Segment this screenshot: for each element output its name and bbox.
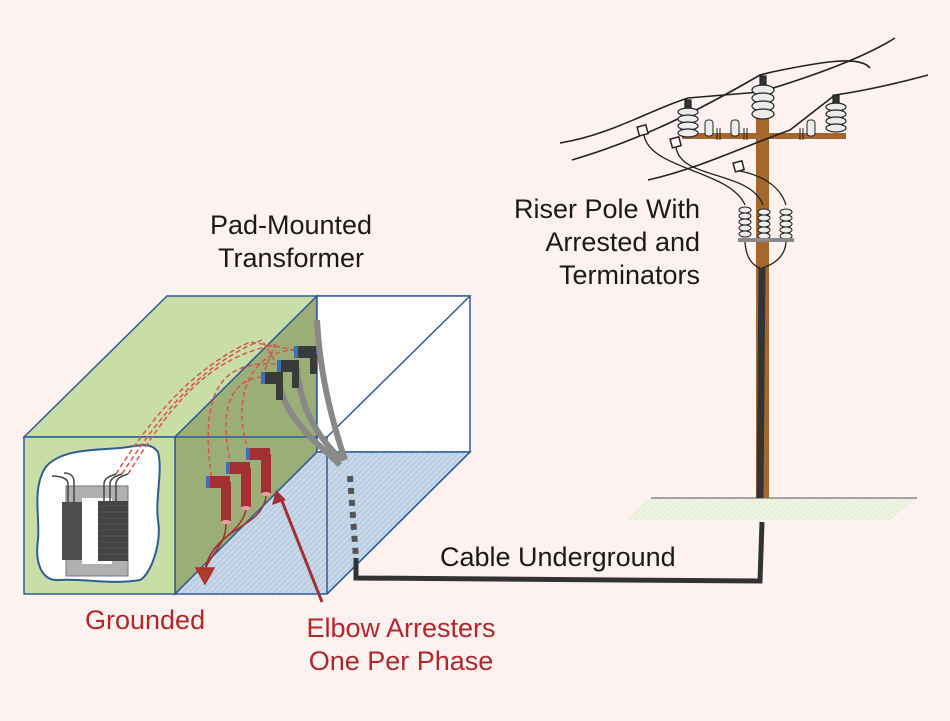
label-elbow-arresters: Elbow Arresters One Per Phase (276, 612, 526, 678)
ground-surface (626, 498, 917, 520)
elbow-connector (277, 360, 345, 463)
elbow-arrester (206, 476, 231, 524)
riser-terminators (738, 206, 793, 240)
crossarm-arrester (799, 119, 816, 140)
pad-mounted-transformer (22, 294, 472, 603)
elbow-arrester (246, 448, 271, 496)
cutout-icon (636, 123, 650, 137)
arrester-pointer-arrow (278, 495, 324, 603)
ground-arrow-icon (194, 567, 216, 586)
label-grounded: Grounded (85, 605, 206, 635)
riser-pole (559, 37, 929, 499)
cable-riser-dotted (347, 475, 359, 559)
crossarm-arrester (704, 119, 721, 140)
elbow-connector (294, 319, 348, 461)
internal-lead-paths (115, 339, 297, 483)
elbow-arresters (206, 448, 271, 524)
cutout-icon (669, 135, 683, 149)
cutout-icon (732, 159, 746, 173)
elbow-connector (261, 372, 343, 468)
crossarm-arresters (704, 119, 816, 140)
label-line: Riser Pole With (513, 194, 700, 224)
cutouts (636, 123, 746, 173)
label-line: One Per Phase (308, 646, 494, 676)
label-line: Arrested and (545, 227, 700, 257)
pole-insulators (677, 75, 847, 138)
crossarm (682, 133, 846, 139)
transformer-core-icon (51, 472, 129, 577)
drop-wires (643, 134, 787, 206)
crossarm-arrester (730, 119, 748, 140)
label-pad-mounted-transformer: Pad-Mounted Transformer (186, 209, 396, 275)
riser-terminator (757, 208, 771, 240)
pole-insulator (751, 75, 775, 120)
ground-leads (204, 495, 267, 571)
label-riser-pole: Riser Pole With Arrested and Terminators (460, 193, 700, 292)
pole-insulator (825, 94, 847, 133)
label-line: Transformer (217, 243, 365, 273)
riser-cable (756, 267, 766, 499)
label-line: Elbow Arresters (306, 613, 496, 643)
label-line: Pad-Mounted (209, 210, 373, 240)
riser-terminator (779, 208, 793, 240)
riser-terminator (738, 206, 752, 238)
elbow-arrester (226, 462, 251, 510)
pole-insulator (677, 99, 699, 138)
label-cable-underground: Cable Underground (440, 542, 676, 572)
label-line: Terminators (558, 260, 700, 290)
terminator-bracket (738, 238, 794, 242)
underground-cable (353, 521, 765, 584)
overhead-conductors (559, 37, 929, 181)
elbow-connectors (261, 319, 348, 468)
